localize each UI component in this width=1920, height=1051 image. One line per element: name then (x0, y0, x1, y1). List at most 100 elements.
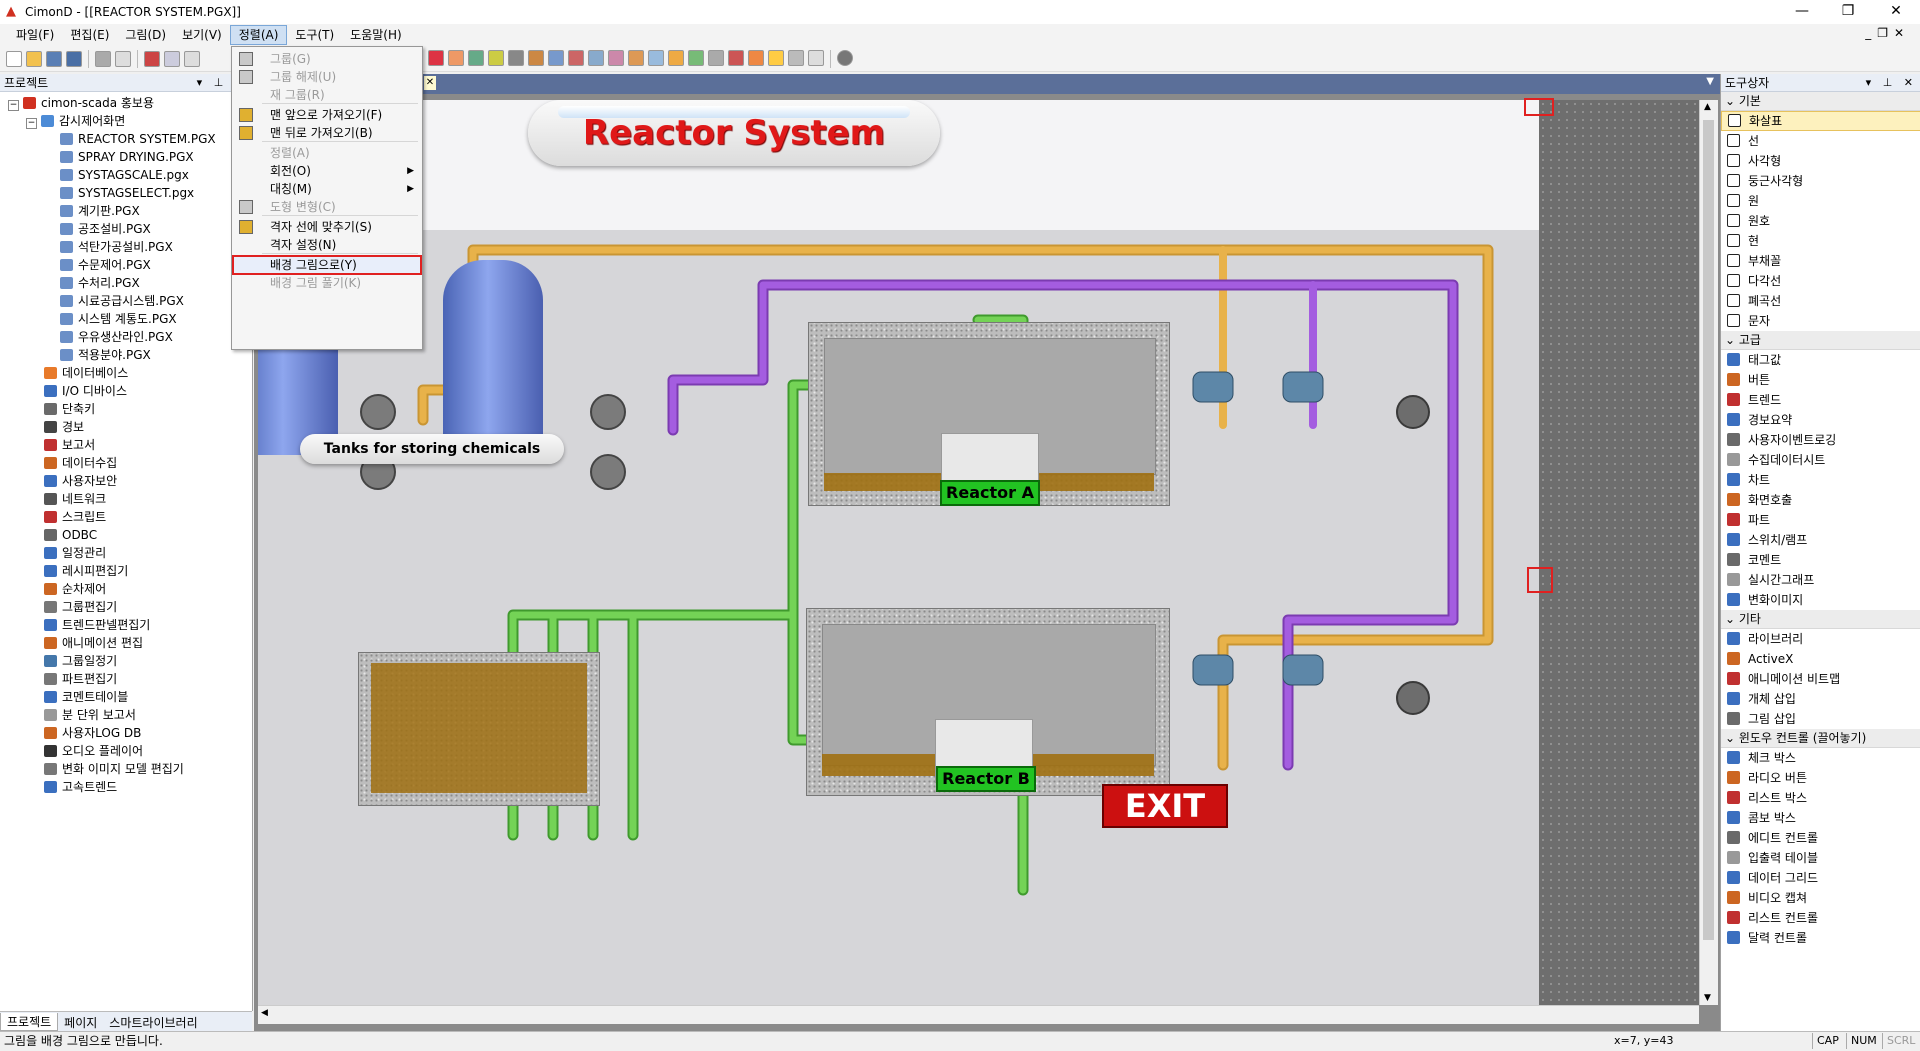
tab-close-icon[interactable]: ✕ (424, 76, 436, 90)
tree-page-item[interactable]: SPRAY DRYING.PGX (0, 148, 250, 166)
tool-trend-icon[interactable] (608, 50, 624, 66)
scroll-left-icon[interactable]: ◀ (261, 1008, 268, 1018)
scroll-up-icon[interactable]: ▲ (1704, 102, 1711, 112)
tree-node-item[interactable]: 코멘트테이블 (0, 688, 250, 706)
tool-recipe-icon[interactable] (548, 50, 564, 66)
paste-icon[interactable] (184, 50, 200, 67)
toolbox-item[interactable]: 사용자이벤트로깅 (1721, 430, 1920, 450)
toolbox-item[interactable]: 리스트 컨트롤 (1721, 908, 1920, 928)
open-folder-icon[interactable] (26, 50, 42, 67)
restore-button[interactable]: ❐ (1841, 3, 1855, 19)
horizontal-scrollbar[interactable]: ◀ (258, 1005, 1699, 1024)
toolbox-item[interactable]: 라디오 버튼 (1721, 768, 1920, 788)
toolbox-item[interactable]: 태그값 (1721, 350, 1920, 370)
menu-edit[interactable]: 편집(E) (70, 28, 110, 42)
tool-comment-icon[interactable] (668, 50, 684, 66)
toolbox-item[interactable]: 버튼 (1721, 370, 1920, 390)
tree-node-item[interactable]: 오디오 플레이어 (0, 742, 250, 760)
toolbox-item[interactable]: 리스트 박스 (1721, 788, 1920, 808)
close-button[interactable]: ✕ (1890, 3, 1902, 19)
dropdown-item[interactable]: 맨 뒤로 가져오기(B) (232, 123, 422, 143)
tool-schedule-icon[interactable] (528, 50, 544, 66)
toolbox-item[interactable]: 라이브러리 (1721, 629, 1920, 649)
toolbox-item[interactable]: 변화이미지 (1721, 590, 1920, 610)
toolbox-item[interactable]: 원호 (1721, 211, 1920, 231)
tool-minute-report-icon[interactable] (708, 50, 724, 66)
dropdown-item[interactable]: 격자 선에 맞추기(S) (232, 217, 422, 237)
tree-page-item[interactable]: 수문제어.PGX (0, 256, 250, 274)
toolbox-item[interactable]: 비디오 캡쳐 (1721, 888, 1920, 908)
tree-node-item[interactable]: 경보 (0, 418, 250, 436)
tree-root[interactable]: −cimon-scada 홍보용 (8, 96, 155, 111)
toolbox-item[interactable]: 데이터 그리드 (1721, 868, 1920, 888)
dropdown-item[interactable]: 도형 변형(C) (232, 197, 422, 217)
tree-node-item[interactable]: 사용자LOG DB (0, 724, 250, 742)
toolbox-item[interactable]: 둥근사각형 (1721, 171, 1920, 191)
toolbox-section-header[interactable]: ⌄ 윈도우 컨트롤 (끌어놓기) (1721, 729, 1920, 748)
toolbox-item[interactable]: 현 (1721, 231, 1920, 251)
tool-part-icon[interactable] (448, 50, 464, 66)
tree-node-item[interactable]: 데이터수집 (0, 454, 250, 472)
tree-node-item[interactable]: 파트편집기 (0, 670, 250, 688)
toolbox-item[interactable]: ActiveX (1721, 649, 1920, 669)
tool-group-icon[interactable] (588, 50, 604, 66)
toolbox-item[interactable]: 사각형 (1721, 151, 1920, 171)
tool-report-icon[interactable] (688, 50, 704, 66)
toolbox-item[interactable]: 경보요약 (1721, 410, 1920, 430)
toolbox-item[interactable]: 에디트 컨트롤 (1721, 828, 1920, 848)
tree-page-item[interactable]: 석탄가공설비.PGX (0, 238, 250, 256)
tool-network-icon[interactable] (468, 50, 484, 66)
tool-odbc-icon[interactable] (508, 50, 524, 66)
menu-arrange[interactable]: 정렬(A) (229, 25, 288, 45)
dropdown-item[interactable]: 그룹(G) (232, 49, 422, 69)
dropdown-item[interactable]: 배경 그림으로(Y) (232, 255, 422, 275)
tree-page-item[interactable]: 시스템 계통도.PGX (0, 310, 250, 328)
dropdown-item[interactable]: 재 그룹(R) (270, 88, 325, 102)
toolbox-item[interactable]: 달력 컨트롤 (1721, 928, 1920, 948)
tree-node-item[interactable]: 순차제어 (0, 580, 250, 598)
new-file-icon[interactable] (6, 50, 22, 67)
scroll-thumb[interactable] (1703, 120, 1714, 940)
help-icon[interactable] (837, 50, 853, 66)
tool-animation-icon[interactable] (628, 50, 644, 66)
menu-draw[interactable]: 그림(D) (125, 28, 167, 42)
toolbox-item[interactable]: 코멘트 (1721, 550, 1920, 570)
toolbox-item[interactable]: 화면호출 (1721, 490, 1920, 510)
toolbox-item[interactable]: 문자 (1721, 311, 1920, 331)
cut-icon[interactable] (144, 50, 160, 67)
mdi-window-controls[interactable]: _❐✕ (1865, 26, 1910, 40)
toolbox-item[interactable]: 수집데이터시트 (1721, 450, 1920, 470)
toolbox-section-header[interactable]: ⌄ 기타 (1721, 610, 1920, 629)
selection-handle-right[interactable] (1527, 567, 1553, 593)
toolbox-item[interactable]: 콤보 박스 (1721, 808, 1920, 828)
tool-script-icon[interactable] (488, 50, 504, 66)
tool-image-model-icon[interactable] (808, 50, 824, 66)
toolbox-item[interactable]: 폐곡선 (1721, 291, 1920, 311)
tool-image-icon[interactable] (768, 50, 784, 66)
tree-page-item[interactable]: 수처리.PGX (0, 274, 250, 292)
toolbox-item[interactable]: 부채꼴 (1721, 251, 1920, 271)
menu-tools[interactable]: 도구(T) (295, 28, 335, 42)
tool-highspeed-trend-icon[interactable] (788, 50, 804, 66)
tree-node-item[interactable]: 스크립트 (0, 508, 250, 526)
tree-node-item[interactable]: 변화 이미지 모델 편집기 (0, 760, 250, 778)
tool-tag-icon[interactable] (428, 50, 444, 66)
tree-node-item[interactable]: 데이터베이스 (0, 364, 250, 382)
toolbox-item[interactable]: 스위치/램프 (1721, 530, 1920, 550)
toolbox-item[interactable]: 파트 (1721, 510, 1920, 530)
copy-icon[interactable] (164, 50, 180, 67)
toolbox-item[interactable]: 개체 삽입 (1721, 689, 1920, 709)
tree-page-item[interactable]: 우유생산라인.PGX (0, 328, 250, 346)
tree-page-item[interactable]: 공조설비.PGX (0, 220, 250, 238)
tree-node-item[interactable]: 레시피편집기 (0, 562, 250, 580)
dropdown-item[interactable]: 대칭(M)▶ (232, 179, 422, 199)
tree-node-item[interactable]: 사용자보안 (0, 472, 250, 490)
tree-node-item[interactable]: 분 단위 보고서 (0, 706, 250, 724)
toolbox-pin-icon[interactable]: ▾ ⊥ ✕ (1865, 76, 1917, 89)
save-all-icon[interactable] (66, 50, 82, 67)
dropdown-item[interactable]: 그룹 해제(U) (232, 67, 422, 87)
menu-file[interactable]: 파일(F) (16, 28, 55, 42)
tool-audio-icon[interactable] (748, 50, 764, 66)
tool-sequence-icon[interactable] (568, 50, 584, 66)
menu-help[interactable]: 도움말(H) (350, 28, 402, 42)
